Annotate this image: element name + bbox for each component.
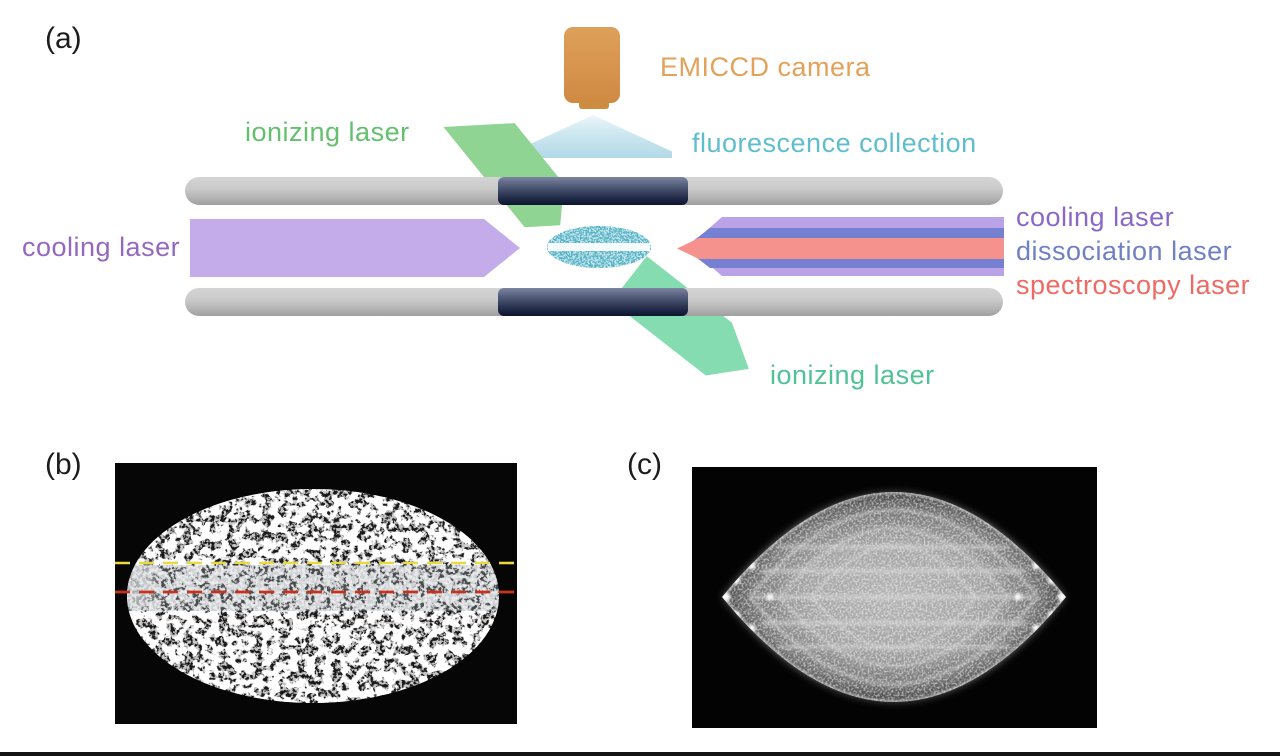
panel-b-label: (b) [45, 448, 82, 481]
cooling-laser-beam-left [190, 219, 520, 277]
ionizing-laser-beam-bottom [611, 256, 765, 394]
ionizing-laser-bottom-label: ionizing laser [770, 360, 935, 390]
trap-electrode-top-center-segment [498, 177, 688, 205]
emiccd-camera-mount-icon [579, 102, 609, 109]
ionizing-laser-top-label: ionizing laser [245, 117, 410, 147]
emiccd-camera-icon [564, 27, 620, 103]
right-beam-labels: cooling laser dissociation laser spectro… [1016, 200, 1250, 302]
spectroscopy-laser-label: spectroscopy laser [1016, 270, 1251, 300]
spectroscopy-laser-beam [677, 238, 1004, 259]
trap-electrode-bottom-center-segment [498, 288, 688, 316]
panel-c-image [692, 467, 1097, 728]
cooling-laser-right-label: cooling laser [1016, 202, 1175, 232]
emiccd-camera-label: EMICCD camera [660, 52, 871, 82]
panel-a-label: (a) [45, 22, 82, 55]
panel-c-label: (c) [627, 448, 662, 481]
ion-crystal-schematic [547, 226, 651, 268]
cooling-laser-left-label: cooling laser [22, 232, 181, 262]
panel-b-image [115, 463, 517, 724]
ion-crystal-image-b [127, 489, 499, 703]
fluorescence-collection-label: fluorescence collection [692, 128, 977, 158]
dissociation-laser-label: dissociation laser [1016, 236, 1233, 266]
bottom-edge-strip [0, 752, 1280, 756]
